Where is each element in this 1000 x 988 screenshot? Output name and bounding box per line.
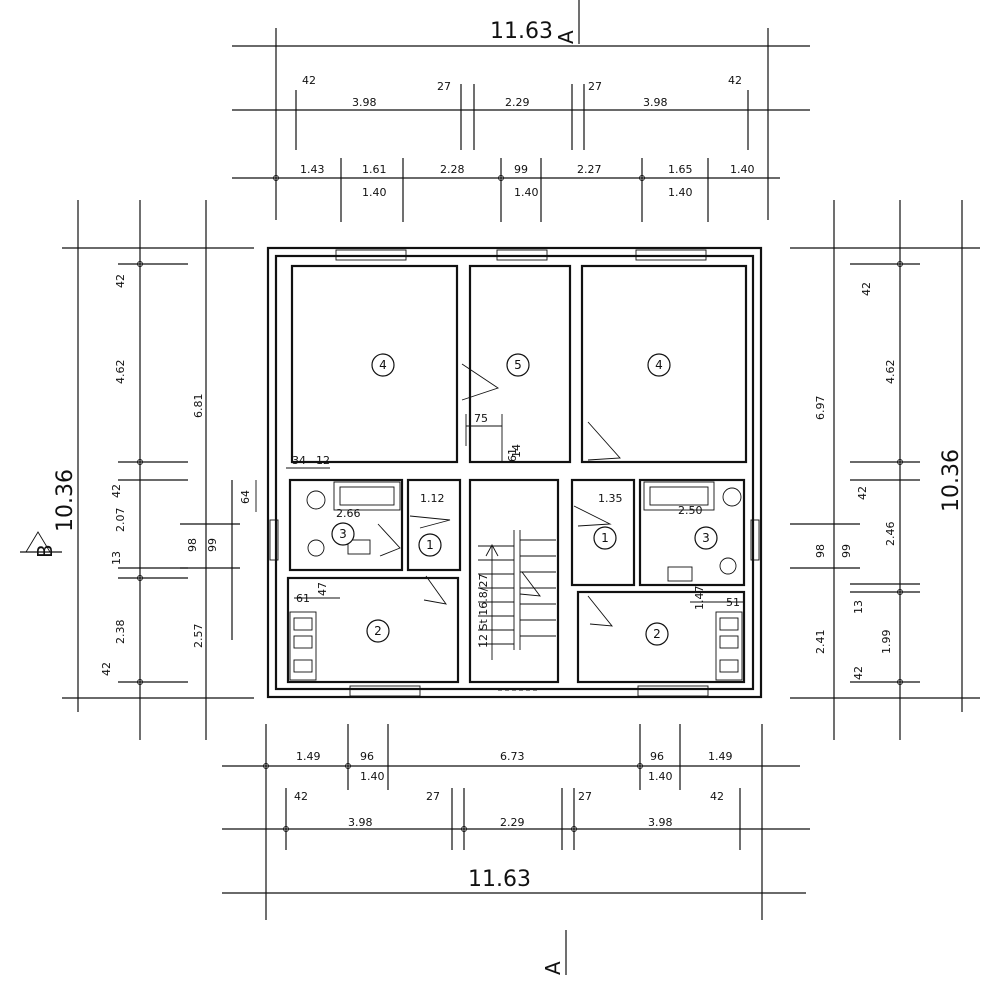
dim-75: 75	[474, 412, 488, 425]
room-label-0: 4	[379, 358, 387, 372]
bottom-r1b-0: 1.40	[360, 770, 385, 783]
dim-47: 47	[316, 582, 329, 596]
bottom-r1-2: 6.73	[500, 750, 525, 763]
bottom-r2-5: 3.98	[648, 816, 673, 829]
dim-135: 1.35	[598, 492, 623, 505]
room-label-1: 5	[514, 358, 522, 372]
room-label-3: 3	[339, 527, 347, 541]
bottom-r2-4: 27	[578, 790, 592, 803]
overall-depth-right: 10.36	[939, 449, 964, 512]
top-r1-4: 27	[588, 80, 602, 93]
left-outer-4: 13	[110, 551, 123, 565]
right-outer-0: 42	[860, 282, 873, 296]
room-labels: 4 5 4 3 1 1 3 2 2	[331, 353, 718, 646]
right-outer-3: 2.46	[884, 522, 897, 547]
right-outer-6: 42	[852, 666, 865, 680]
section-a-label-top: A	[554, 30, 578, 44]
left-outer-5: 2.38	[114, 620, 127, 645]
section-a-top: A	[554, 0, 580, 44]
dim-61: 61	[506, 448, 519, 462]
room-label-2: 4	[655, 358, 663, 372]
top-r1-2: 27	[437, 80, 451, 93]
left-inner: 99	[206, 538, 219, 552]
dim-64: 64	[239, 490, 252, 504]
building-walls	[266, 246, 763, 699]
right-outer-5: 1.99	[880, 630, 893, 655]
bottom-r1-4: 1.49	[708, 750, 733, 763]
top-r1-6: 42	[728, 74, 742, 87]
right-inner: 99	[840, 544, 853, 558]
left-mid-0: 6.81	[192, 394, 205, 419]
right-mid-0: 6.97	[814, 396, 827, 421]
left-mid-1: 98	[186, 538, 199, 552]
overall-width-top: 11.63	[490, 19, 553, 44]
room-label-5: 1	[601, 531, 609, 545]
left-outer-2: 42	[110, 484, 123, 498]
bottom-dimensions: 1.49 96 6.73 96 1.49 1.40 1.40 42 3.98 2…	[222, 724, 810, 920]
top-r2-2: 2.28	[440, 163, 465, 176]
bottom-r1-1: 96	[360, 750, 374, 763]
bottom-r2-3: 2.29	[500, 816, 525, 829]
section-b-label: B	[33, 544, 57, 558]
bottom-r1-0: 1.49	[296, 750, 321, 763]
left-outer-1: 4.62	[114, 360, 127, 385]
overall-width-bottom: 11.63	[468, 867, 531, 892]
top-dim-row-2: 1.43 1.61 2.28 99 2.27 1.65 1.40 1.40 1.…	[232, 158, 780, 222]
top-r2-5: 1.65	[668, 163, 693, 176]
dim-34: 34	[292, 454, 306, 467]
left-mid-2: 2.57	[192, 624, 205, 649]
bottom-r2-1: 3.98	[348, 816, 373, 829]
bottom-r1-3: 96	[650, 750, 664, 763]
left-outer-3: 2.07	[114, 508, 127, 533]
right-mid-2: 2.41	[814, 630, 827, 655]
stair-note: 12 St 16.8/27	[477, 574, 490, 648]
section-a-bottom: A	[541, 930, 567, 975]
top-r1-0: 42	[302, 74, 316, 87]
top-r2-4: 2.27	[577, 163, 602, 176]
right-outer-2: 42	[856, 486, 869, 500]
room-label-7: 2	[374, 624, 382, 638]
overall-depth-left: 10.36	[53, 469, 78, 532]
room-label-4: 1	[426, 538, 434, 552]
bottom-r2-0: 42	[294, 790, 308, 803]
left-outer-0: 42	[114, 274, 127, 288]
section-a-label-bottom: A	[541, 961, 565, 975]
dim-14: 14	[510, 444, 523, 458]
right-dimensions: 42 4.62 42 2.46 13 1.99 42 6.97 98 2.41 …	[790, 200, 980, 740]
dim-51: 51	[726, 596, 740, 609]
top-r2-3: 99	[514, 163, 528, 176]
left-dimensions: 42 4.62 42 2.07 13 2.38 42 6.81 98 2.57 …	[20, 200, 254, 740]
room-walls	[286, 264, 748, 691]
bottom-r1b-1: 1.40	[648, 770, 673, 783]
interior-dimensions: 75 61 64 34 12 2.66 1.12 1.35 2.50 1.47 …	[239, 412, 744, 648]
bottom-r2-2: 27	[426, 790, 440, 803]
top-r1-5: 3.98	[643, 96, 668, 109]
top-r2-1: 1.61	[362, 163, 387, 176]
dim-61b: 61	[296, 592, 310, 605]
dim-12: 12	[316, 454, 330, 467]
dim-147: 1.47	[693, 586, 706, 611]
right-outer-1: 4.62	[884, 360, 897, 385]
top-r2b-1: 1.40	[514, 186, 539, 199]
dim-250: 2.50	[678, 504, 703, 517]
top-r1-3: 2.29	[505, 96, 530, 109]
top-r2b-2: 1.40	[668, 186, 693, 199]
left-outer-6: 42	[100, 662, 113, 676]
top-overall-dimension: 11.63	[232, 19, 810, 220]
top-r2-0: 1.43	[300, 163, 325, 176]
top-r1-1: 3.98	[352, 96, 377, 109]
top-dim-row-1: 42 3.98 27 2.29 27 3.98 42	[232, 74, 810, 150]
dim-112: 1.12	[420, 492, 445, 505]
dim-266: 2.66	[336, 507, 361, 520]
room-label-6: 3	[702, 531, 710, 545]
top-r2b-0: 1.40	[362, 186, 387, 199]
top-r2-6: 1.40	[730, 163, 755, 176]
right-outer-4: 13	[852, 600, 865, 614]
room-label-8: 2	[653, 627, 661, 641]
right-mid-1: 98	[814, 544, 827, 558]
bottom-r2-6: 42	[710, 790, 724, 803]
